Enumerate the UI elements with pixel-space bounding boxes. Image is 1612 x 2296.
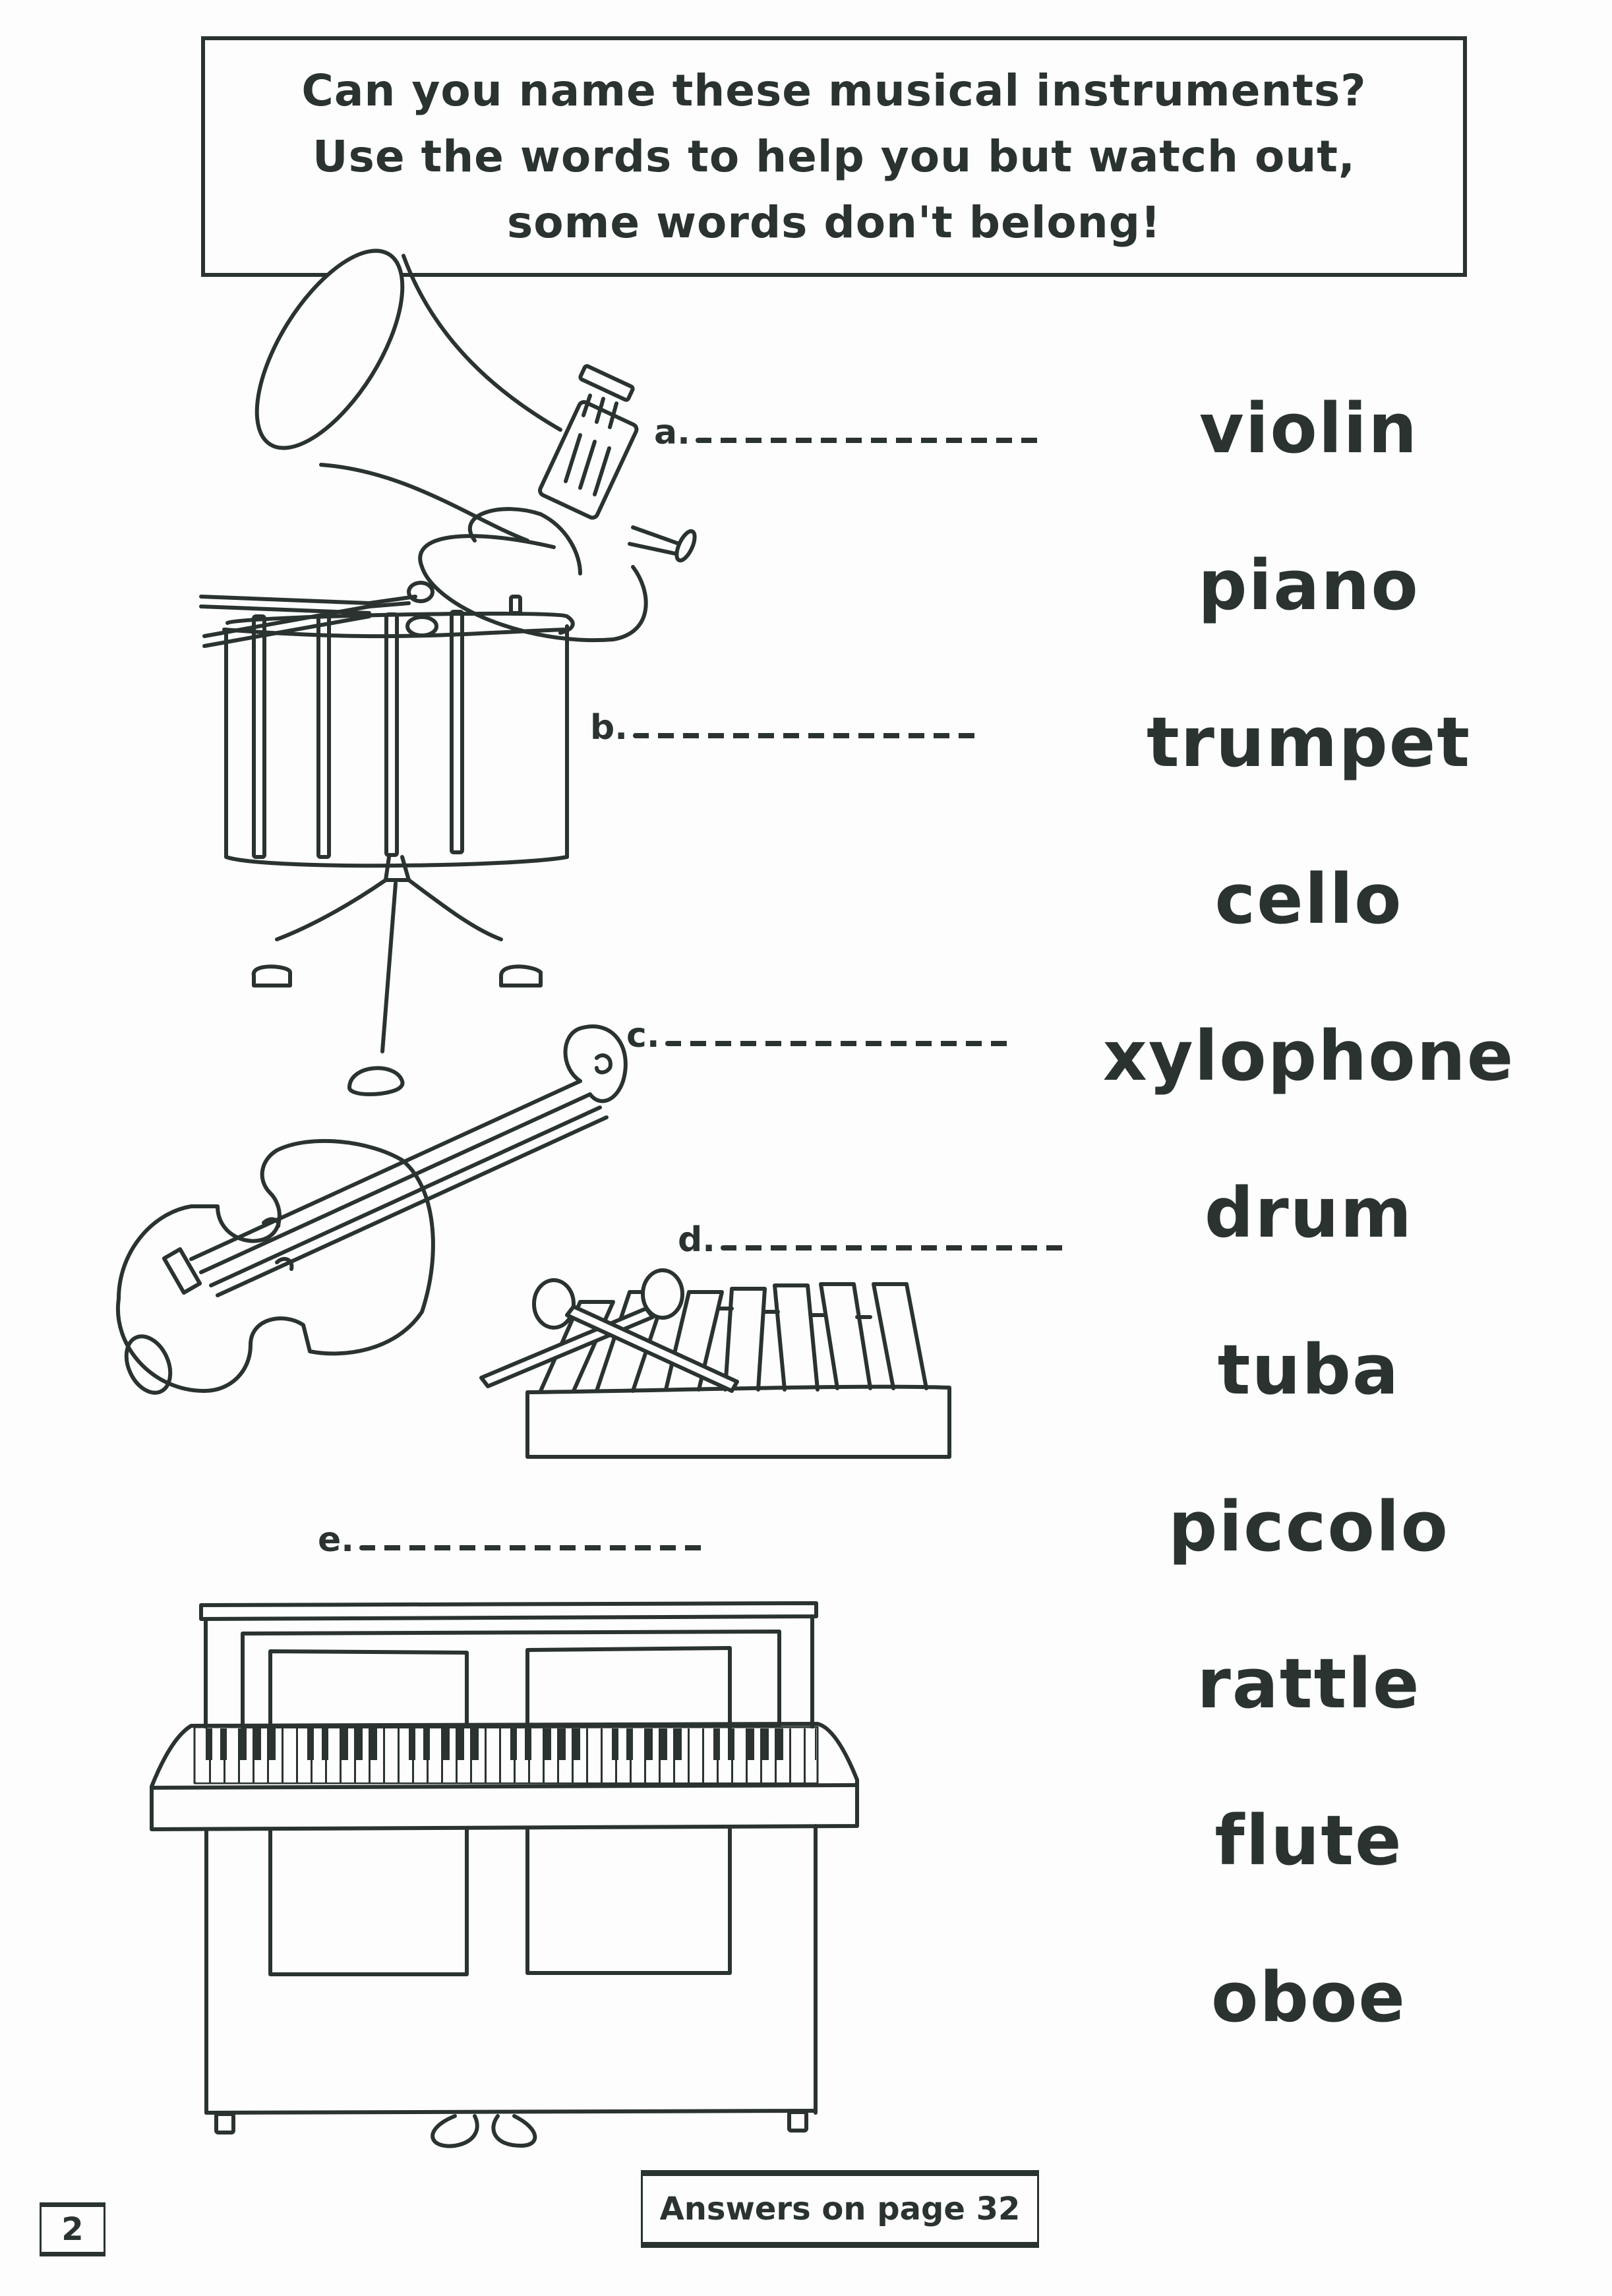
word-bank-item: piccolo [1168, 1487, 1449, 1567]
word-bank-item: cello [1214, 859, 1403, 939]
xylophone-icon [481, 1270, 949, 1457]
page-number: 2 [40, 2202, 105, 2256]
answer-blank-e[interactable] [359, 1545, 709, 1550]
tuba-icon [228, 228, 698, 640]
drum-icon [201, 583, 573, 1094]
question-letter-a: a. [654, 413, 690, 452]
question-letter-c: c. [626, 1016, 660, 1055]
piano-keyboard [196, 1728, 816, 1782]
word-bank-item: rattle [1197, 1643, 1421, 1724]
answer-line-c[interactable]: c. [626, 1018, 1015, 1053]
word-bank-item: flute [1214, 1800, 1403, 1881]
word-bank-item: trumpet [1146, 702, 1472, 782]
instructions-line-2: Use the words to help you but watch out, [313, 131, 1356, 182]
word-bank-item: drum [1204, 1173, 1414, 1253]
piano-icon [152, 1603, 857, 2146]
word-bank-item: oboe [1211, 1957, 1406, 2038]
answer-blank-a[interactable] [695, 438, 1045, 443]
instructions-box: Can you name these musical instruments? … [201, 36, 1467, 277]
word-bank-item: violin [1199, 388, 1419, 469]
answer-line-b[interactable]: b. [590, 711, 982, 745]
answer-line-e[interactable]: e. [318, 1523, 709, 1557]
answer-line-d[interactable]: d. [678, 1223, 1070, 1257]
word-bank-item: xylophone [1102, 1016, 1515, 1096]
instructions-line-3: some words don't belong! [506, 196, 1162, 248]
answer-blank-c[interactable] [665, 1041, 1015, 1046]
question-letter-d: d. [678, 1220, 715, 1260]
word-bank-item: piano [1198, 545, 1419, 626]
answers-note: Answers on page 32 [641, 2170, 1039, 2248]
instructions-line-1: Can you name these musical instruments? [301, 65, 1367, 116]
question-letter-b: b. [590, 708, 628, 748]
cello-icon [118, 1026, 626, 1399]
answer-blank-d[interactable] [720, 1245, 1070, 1251]
question-letter-e: e. [318, 1520, 355, 1560]
answer-blank-b[interactable] [632, 733, 982, 738]
word-bank-item: tuba [1217, 1330, 1400, 1410]
piano-black-keys [196, 1728, 816, 1760]
answer-line-a[interactable]: a. [654, 415, 1045, 450]
